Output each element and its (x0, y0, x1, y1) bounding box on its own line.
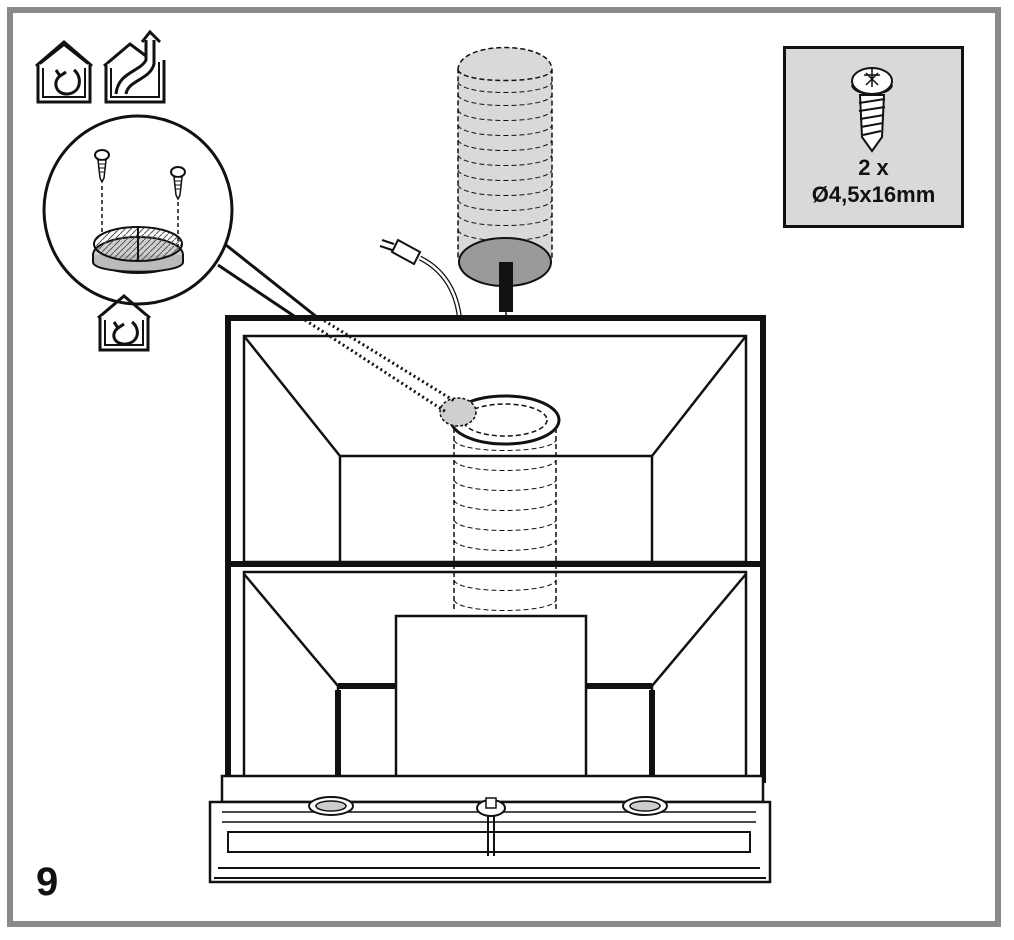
step-number: 9 (36, 860, 59, 904)
control-panel (208, 774, 772, 884)
screw-spec-box: 2 x Ø4,5x16mm (783, 46, 964, 228)
screw-quantity: 2 x (858, 155, 889, 180)
recirculation-mode-icon (97, 294, 151, 352)
figure-frame (7, 7, 1001, 927)
hood-body (225, 315, 766, 783)
screw-icon (851, 67, 893, 153)
knob-icon (476, 797, 506, 817)
grease-filter (92, 226, 184, 274)
screw-icon (94, 149, 110, 184)
recirculation-mode-icon (35, 40, 93, 104)
light-icon (308, 796, 354, 816)
extraction-mode-icon (103, 29, 166, 104)
detail-callout (42, 114, 319, 322)
screw-size: Ø4,5x16mm (811, 182, 936, 207)
light-icon (622, 796, 668, 816)
screw-icon (170, 166, 186, 201)
